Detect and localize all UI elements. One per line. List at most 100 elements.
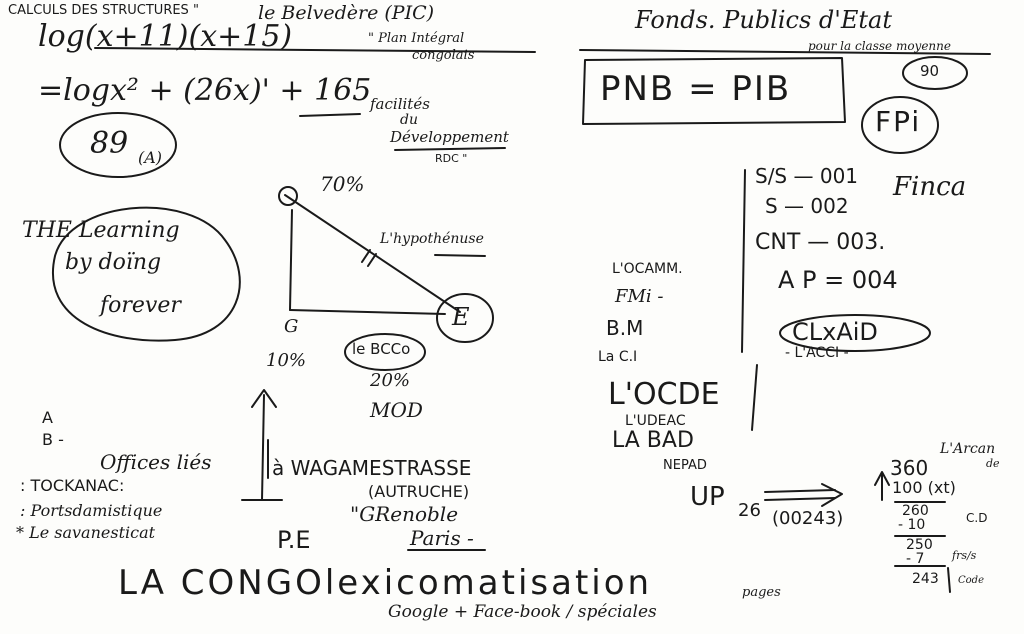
up-arrow-bottom [764, 497, 836, 501]
title-divider-left [94, 47, 536, 53]
offices-label: Offices liés [100, 450, 212, 474]
learning-line-1: THE Learning [22, 218, 180, 243]
arrow-shaft [261, 394, 265, 501]
triangle-left-side [289, 209, 293, 311]
pnb-equals-pib: PNB = PIB [600, 69, 792, 109]
circle-e [436, 293, 494, 343]
paris-label: Paris - [410, 526, 474, 550]
du-label: du [400, 112, 418, 128]
org-udeac: L'UDEAC [625, 413, 686, 429]
org-ocamm: L'OCAMM. [612, 261, 683, 277]
arith-bracket [947, 567, 951, 593]
footer-pages-label: pages [742, 585, 781, 600]
up-number: 26 [738, 500, 761, 521]
cd-label: C.D [966, 511, 988, 525]
pe-label: P.E [277, 526, 311, 554]
arith-minus-10: - 10 [898, 517, 926, 533]
classe-moyenne-label: pour la classe moyenne [808, 39, 951, 53]
finca-label: Finca [893, 172, 967, 202]
facilites-label: facilités [370, 95, 430, 113]
org-bm: B.M [606, 316, 644, 340]
code-cnt-003: CNT — 003. [755, 230, 886, 255]
autruche-label: (AUTRUCHE) [368, 482, 470, 501]
org-ocde: L'OCDE [608, 377, 720, 412]
arith-250: 250 [906, 537, 933, 553]
fpi-label: FPi [875, 105, 922, 138]
footer-sub-text: Google + Face-book / spéciales [388, 602, 657, 622]
footer-main-text: LA CONGOlexicomatisation [118, 563, 653, 603]
bcco-label: le BCCo [352, 340, 411, 358]
box-pnb [582, 57, 846, 125]
codes-divider [741, 169, 746, 353]
code-ss-001: S/S — 001 [755, 164, 859, 188]
circled-value: 89 [90, 126, 129, 161]
underline-165 [299, 113, 361, 117]
circle-89 [59, 112, 177, 178]
vertex-g-label: G [284, 316, 299, 337]
arcan-label: L'Arcan [940, 441, 996, 457]
list-item-tockanac: : TOCKANAC: [20, 476, 125, 495]
arith-360: 360 [890, 456, 929, 480]
arith-243: 243 [912, 571, 939, 587]
up-arrow-top [764, 489, 836, 493]
vertex-top [278, 186, 298, 206]
bcco-percent: 20% [370, 370, 411, 391]
rdc-label: RDC " [435, 152, 468, 165]
congolais-label: congolais [412, 48, 475, 63]
hyp-label-underline [434, 254, 486, 257]
fonds-publics-title: Fonds. Publics d'Etat [635, 6, 892, 34]
circled-subscript: (A) [138, 148, 163, 167]
up-arrow-head [821, 483, 843, 507]
org-bad: LA BAD [612, 428, 694, 453]
arcan-de-label: de [986, 457, 1000, 470]
org-lac: La C.I [598, 349, 638, 365]
list-item-savanesticat: * Le savanesticat [16, 523, 156, 542]
hypothenuse-label: L'hypothénuse [380, 231, 484, 247]
up-label: UP [690, 482, 725, 512]
vertex-e-label: E [452, 303, 470, 331]
org-fmi: FMi - [615, 286, 664, 307]
title-divider-right [579, 49, 991, 55]
plan-integral-label: " Plan Intégral [368, 31, 465, 46]
list-a: A [42, 408, 53, 427]
learning-line-2: by doïng [65, 250, 162, 275]
arith-100: 100 (xt) [892, 478, 956, 497]
list-b: B - [42, 430, 64, 449]
grenoble-label: "GRenoble [350, 502, 459, 526]
triangle-top-percent: 70% [320, 172, 365, 196]
wagamestrasse-label: à WAGAMESTRASSE [272, 456, 472, 480]
hyp-tick-1 [361, 249, 371, 263]
equation-line-1: log(x+11)(x+15) [38, 19, 293, 54]
belvedere-label: le Belvedère (PIC) [258, 2, 435, 24]
circle-90 [902, 56, 968, 90]
code-ap-004: A P = 004 [778, 266, 898, 294]
arith-arrow-head [874, 471, 890, 486]
developpement-label: Développement [390, 128, 509, 146]
circle-clxaid [779, 314, 931, 352]
arrow-head [251, 389, 277, 408]
circle-fpi [861, 96, 939, 154]
arith-260: 260 [902, 503, 929, 519]
clxaid-label: CLxAiD [792, 318, 878, 346]
code-label: Code [958, 575, 984, 586]
orgs-divider [751, 364, 758, 431]
hyp-tick-2 [367, 253, 377, 267]
frsis-label: frs/s [952, 549, 977, 562]
learning-line-3: forever [100, 293, 181, 318]
learning-oval [52, 206, 241, 342]
heading-structures: CALCULS DES STRUCTURES " [8, 3, 199, 18]
org-nepad: NEPAD [663, 458, 707, 473]
bcco-sub-label: MOD [370, 398, 423, 422]
equation-line-2: =logx² + (26x)' + 165 [38, 73, 372, 108]
acci-label: - L'ACCI - [785, 345, 849, 361]
list-item-portsdamistique: : Portsdamistique [20, 501, 163, 520]
underline-rdc [394, 147, 506, 151]
circle-bcco [344, 333, 426, 371]
bottom-percent: 10% [266, 350, 307, 371]
triangle-hypotenuse [284, 194, 461, 313]
up-code: (00243) [772, 508, 844, 529]
circled-90: 90 [920, 62, 940, 80]
code-s-002: S — 002 [765, 194, 849, 218]
